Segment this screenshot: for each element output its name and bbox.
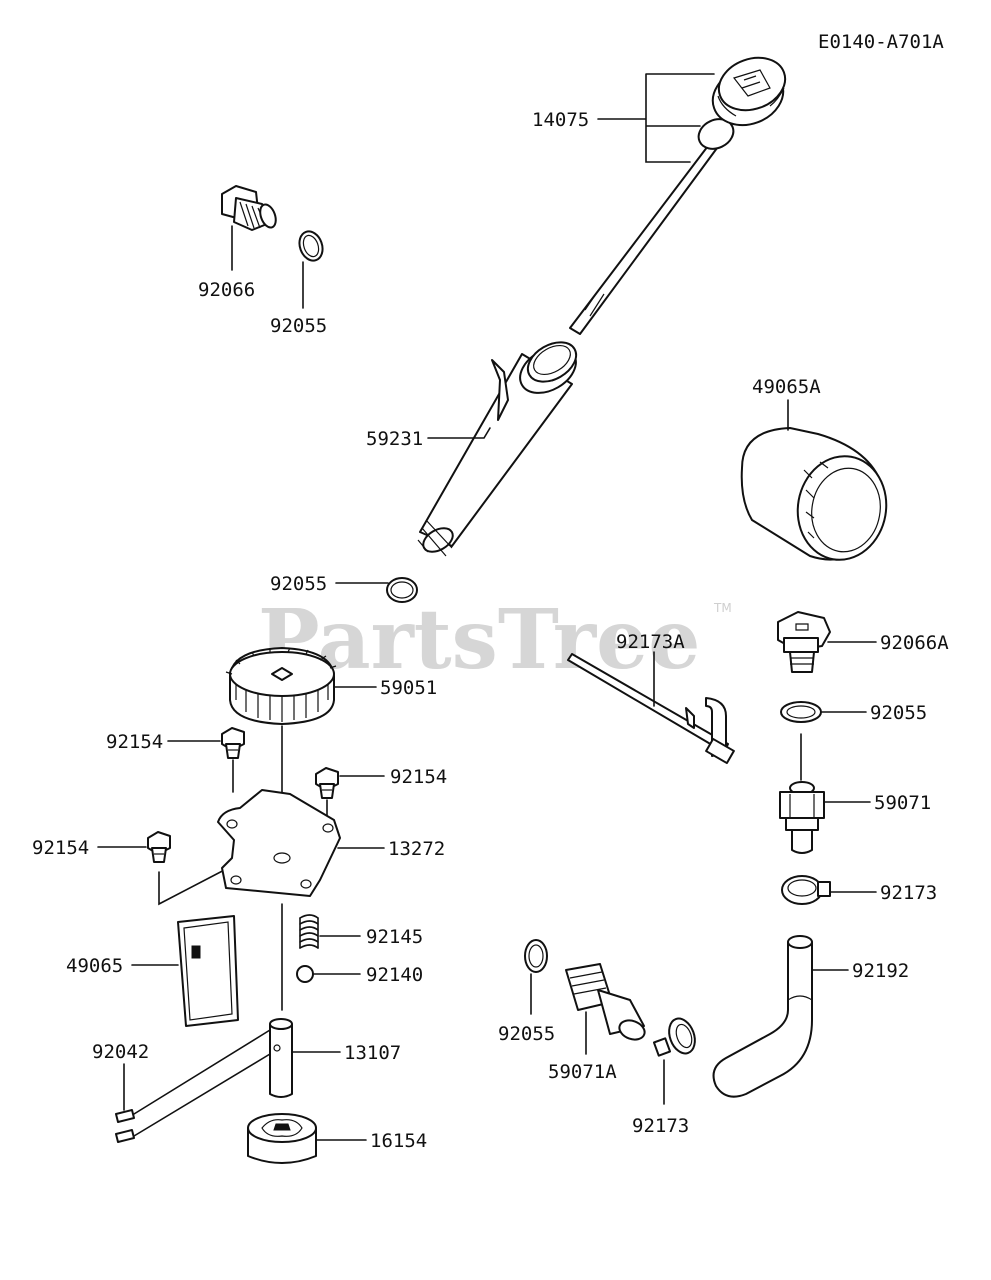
label-14075[interactable]: 14075: [532, 109, 589, 131]
axis-pins: [133, 1029, 271, 1137]
label-13107[interactable]: 13107: [344, 1042, 401, 1064]
part-cable-tie[interactable]: [567, 653, 735, 765]
label-92055-bottom[interactable]: 92055: [498, 1023, 555, 1045]
label-92055-right[interactable]: 92055: [870, 702, 927, 724]
label-92154-a[interactable]: 92154: [106, 731, 163, 753]
part-oil-filter[interactable]: [740, 427, 895, 567]
part-clamp-right[interactable]: [781, 875, 831, 905]
part-spring[interactable]: [299, 914, 319, 949]
label-92173-right[interactable]: 92173: [880, 882, 937, 904]
label-92154-c[interactable]: 92154: [32, 837, 89, 859]
label-49065[interactable]: 49065: [66, 955, 123, 977]
part-hose[interactable]: [712, 935, 813, 1098]
part-screen[interactable]: [177, 915, 239, 1027]
label-59051[interactable]: 59051: [380, 677, 437, 699]
part-washer-drain[interactable]: [296, 228, 327, 264]
part-ball[interactable]: [296, 965, 314, 983]
diagram-code: E0140-A701A: [818, 31, 944, 53]
part-washer-right[interactable]: [780, 701, 822, 723]
label-92173-bottom[interactable]: 92173: [632, 1115, 689, 1137]
label-92055-pipe[interactable]: 92055: [270, 573, 327, 595]
label-59071[interactable]: 59071: [874, 792, 931, 814]
part-fitting[interactable]: [779, 781, 825, 854]
part-gear[interactable]: [225, 647, 337, 725]
leader-59231: [427, 427, 491, 439]
label-92145[interactable]: 92145: [366, 926, 423, 948]
leader-14075: [597, 73, 715, 163]
part-bolt-c[interactable]: [147, 831, 171, 863]
label-92066A[interactable]: 92066A: [880, 632, 949, 654]
axis-bolt-c: [158, 865, 233, 906]
label-49065A[interactable]: 49065A: [752, 376, 821, 398]
label-92192[interactable]: 92192: [852, 960, 909, 982]
part-filler-pipe[interactable]: [417, 334, 584, 557]
label-92154-b[interactable]: 92154: [390, 766, 447, 788]
part-elbow-fitting[interactable]: [565, 963, 647, 1043]
washer-right-inner: [786, 705, 816, 719]
label-92140[interactable]: 92140: [366, 964, 423, 986]
label-92173A[interactable]: 92173A: [616, 631, 685, 653]
label-59071A[interactable]: 59071A: [548, 1061, 617, 1083]
part-pump-cover[interactable]: [217, 789, 341, 897]
label-92055-drain[interactable]: 92055: [270, 315, 327, 337]
label-59231[interactable]: 59231: [366, 428, 423, 450]
washer-drain-inner: [302, 234, 320, 258]
part-pins[interactable]: [115, 1109, 135, 1143]
part-dipstick[interactable]: [569, 49, 793, 335]
part-shaft[interactable]: [269, 1018, 293, 1098]
part-bolt-a[interactable]: [221, 727, 245, 759]
label-13272[interactable]: 13272: [388, 838, 445, 860]
washer-pipe-inner: [390, 581, 414, 599]
part-fitting-plug[interactable]: [777, 611, 831, 673]
part-pump-rotor[interactable]: [247, 1113, 317, 1164]
part-clamp-bottom[interactable]: [652, 1015, 699, 1057]
washer-bottom-inner: [528, 944, 544, 968]
label-16154[interactable]: 16154: [370, 1130, 427, 1152]
label-92066[interactable]: 92066: [198, 279, 255, 301]
part-bolt-b[interactable]: [315, 767, 339, 799]
label-92042[interactable]: 92042: [92, 1041, 149, 1063]
watermark-trademark: TM: [713, 601, 732, 615]
part-drain-plug[interactable]: [221, 185, 279, 231]
